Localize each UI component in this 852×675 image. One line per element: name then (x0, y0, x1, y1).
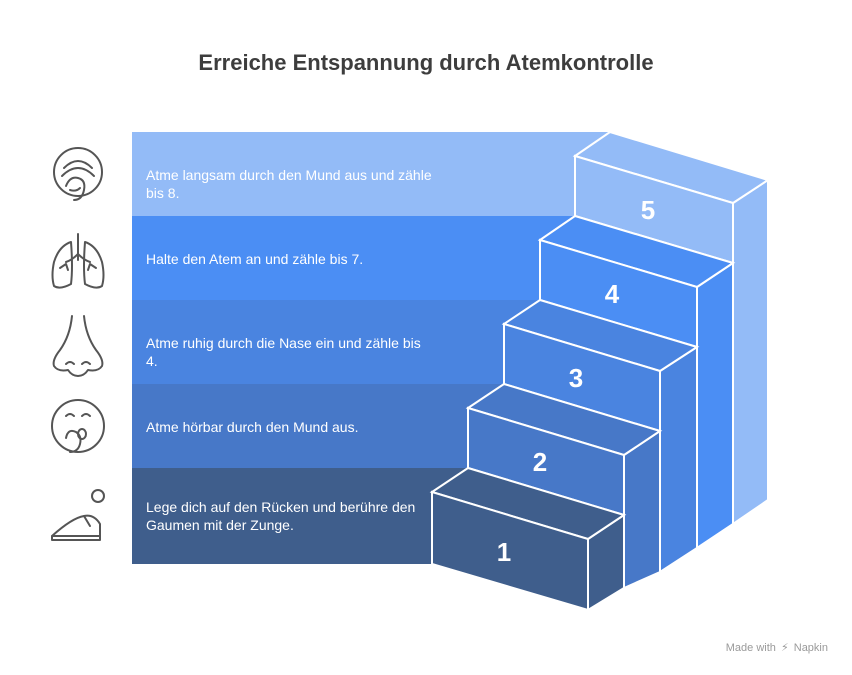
step-number-3: 3 (569, 363, 583, 393)
step-number-1: 1 (497, 537, 511, 567)
step-number-4: 4 (605, 279, 620, 309)
lungs-icon (51, 233, 105, 289)
band-step-4 (132, 216, 575, 300)
step-text-2: Atme hörbar durch den Mund aus. (146, 419, 359, 435)
made-with-label: Made with (725, 642, 776, 654)
person-lying-icon (51, 489, 105, 541)
napkin-brand-label: Napkin (793, 642, 828, 654)
step-text-4: Halte den Atem an und zähle bis 7. (146, 251, 364, 267)
step-number-2: 2 (533, 447, 547, 477)
step-number-5: 5 (641, 195, 655, 225)
band-step-3 (132, 300, 540, 384)
nose-icon (52, 315, 104, 377)
step-text-5: Atme langsam durch den Mund aus und zähl… (146, 167, 432, 201)
band-step-2 (132, 384, 504, 468)
band-step-5 (132, 132, 610, 216)
step-text-3: Atme ruhig durch die Nase ein und zähle … (146, 335, 421, 369)
page-title: Erreiche Entspannung durch Atemkontrolle (198, 50, 654, 75)
face-exhale-icon (53, 147, 103, 201)
band-step-1 (132, 468, 468, 564)
step-text-1: Lege dich auf den Rücken und berühre den… (146, 499, 416, 533)
napkin-logo-icon: ⚡ (780, 642, 789, 654)
made-with-napkin-footer: Made with ⚡ Napkin (726, 641, 828, 654)
face-mouth-icon (51, 399, 105, 453)
